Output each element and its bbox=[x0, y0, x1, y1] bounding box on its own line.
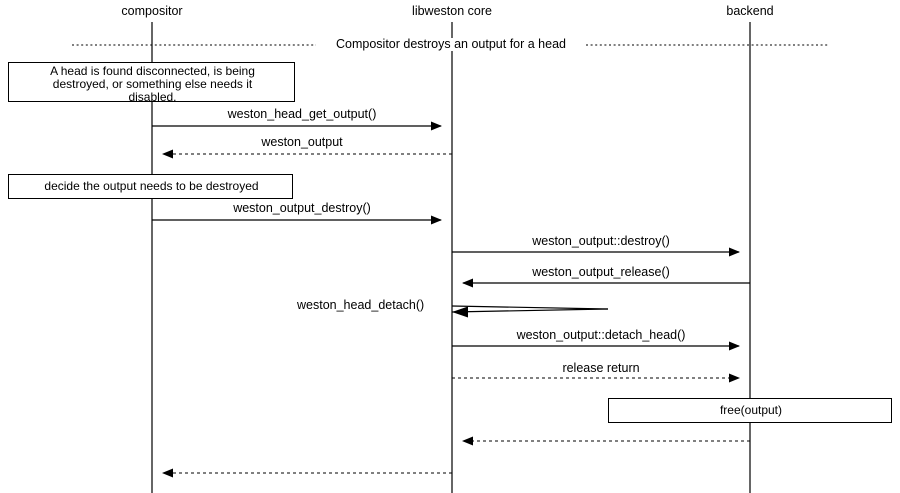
note-free-output: free(output) bbox=[608, 398, 892, 423]
lifeline-label-compositor: compositor bbox=[121, 4, 183, 18]
arrow-weston-head-detach-selfloop bbox=[451, 305, 609, 318]
message-label-weston-output-detach-head: weston_output::detach_head() bbox=[516, 328, 686, 342]
message-label-weston-output-destroy-callback: weston_output::destroy() bbox=[532, 234, 670, 248]
message-label-release-return: release return bbox=[562, 361, 640, 375]
note-head-disconnected: A head is found disconnected, is being d… bbox=[8, 62, 295, 104]
lifeline-label-libweston-core: libweston core bbox=[412, 4, 492, 18]
message-label-weston-head-detach: weston_head_detach() bbox=[297, 298, 425, 312]
section-divider-label: Compositor destroys an output for a head bbox=[333, 38, 569, 51]
note-head-disconnected-line-2: destroyed, or something else needs it bbox=[52, 77, 253, 91]
note-head-disconnected-line-3: disabled. bbox=[128, 90, 177, 104]
message-label-weston-output-return: weston_output bbox=[261, 135, 343, 149]
note-decide-destroy: decide the output needs to be destroyed bbox=[8, 174, 293, 199]
note-head-disconnected-line-1: A head is found disconnected, is being bbox=[50, 64, 255, 78]
message-label-weston-output-destroy: weston_output_destroy() bbox=[233, 201, 371, 215]
note-free-output-text: free(output) bbox=[719, 403, 783, 417]
note-decide-destroy-text: decide the output needs to be destroyed bbox=[44, 179, 259, 193]
message-label-weston-output-release: weston_output_release() bbox=[532, 265, 670, 279]
lifeline-label-backend: backend bbox=[726, 4, 774, 18]
message-label-weston-head-get-output: weston_head_get_output() bbox=[227, 107, 377, 121]
